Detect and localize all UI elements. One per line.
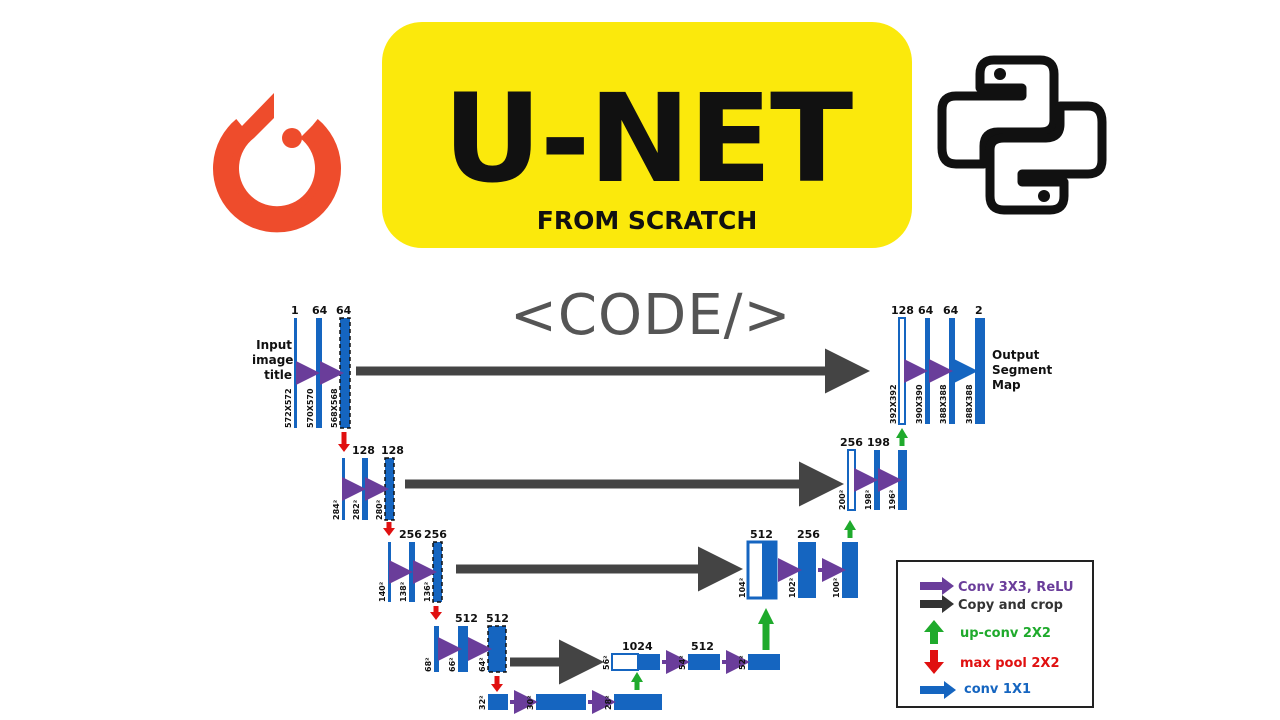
size-label: 32² [478,695,487,710]
size-label: 568X568 [330,388,339,428]
channel-label: 128 [381,444,404,457]
block-dec4b [748,654,780,670]
python-eye-bottom-icon [1038,190,1050,202]
channel-label: 2 [975,304,983,317]
channel-label: 1024 [622,640,653,653]
legend-upconv-arrow-icon [924,620,944,644]
size-label: 54² [678,655,687,670]
channel-label: 256 [399,528,422,541]
size-label: 56² [602,655,611,670]
channel-label: 512 [750,528,773,541]
block-input [294,318,297,428]
block-bottom-in [488,694,508,710]
size-label: 282² [352,499,361,520]
channel-label: 512 [455,612,478,625]
pytorch-logo [213,53,341,233]
channel-label: 512 [691,640,714,653]
size-label: 136² [423,581,432,602]
output-label: Output Segment Map [992,348,1053,392]
block-dec2b [898,450,907,510]
legend-copy-arrow-icon [920,595,954,613]
size-label: 280² [375,499,384,520]
size-label: 28² [604,695,613,710]
block-dec3b [842,542,858,598]
size-label: 388X388 [939,384,948,424]
channel-label: 128 [352,444,375,457]
legend-upconv: up-conv 2X2 [960,626,1051,641]
channel-label: 64 [336,304,352,317]
size-label: 104² [738,577,747,598]
legend-maxpool: max pool 2X2 [960,656,1060,671]
python-logo [937,55,1107,215]
python-bottom-snake-icon [985,101,1107,215]
size-label: 66² [448,657,457,672]
channel-label: 128 [891,304,914,317]
channel-label: 512 [486,612,509,625]
block-bottom-a [536,694,586,710]
python-eye-top-icon [994,68,1006,80]
channel-label: 256 [424,528,447,541]
block-dec4a [688,654,720,670]
channel-label: 198 [867,436,890,449]
title-subtitle: FROM SCRATCH [536,206,758,235]
title-banner: U-NET FROM SCRATCH [382,22,912,248]
channel-label: 1 [291,304,299,317]
block-bottom-b [614,694,662,710]
pytorch-flame-icon [222,53,332,224]
channel-label: 256 [840,436,863,449]
size-label: 284² [332,499,341,520]
legend: Conv 3X3, ReLU Copy and crop up-conv 2X2… [896,560,1094,708]
size-label: 196² [888,489,897,510]
size-label: 64² [478,657,487,672]
size-label: 68² [424,657,433,672]
size-label: 390X390 [915,384,924,424]
size-label: 198² [864,489,873,510]
channel-label: 64 [918,304,934,317]
size-label: 30² [526,695,535,710]
legend-conv1x1-arrow-icon [920,681,956,699]
channel-label: 64 [312,304,328,317]
size-label: 392X392 [889,384,898,424]
size-label: 138² [399,581,408,602]
block-enc4a [458,626,468,672]
size-label: 140² [378,581,387,602]
block-dec3a [798,542,816,598]
block-dec4-up [638,654,660,670]
legend-conv: Conv 3X3, ReLU [958,580,1074,595]
python-top-snake-icon [937,55,1059,169]
size-label: 200² [838,489,847,510]
legend-maxpool-arrow-icon [924,650,944,674]
size-label: 100² [832,577,841,598]
legend-copy: Copy and crop [958,598,1063,613]
block-enc2b [384,457,395,521]
pytorch-dot-icon [282,128,302,148]
channel-label: 256 [797,528,820,541]
block-enc4-in [434,626,439,672]
input-label: Input image title [252,338,294,382]
size-label: 388X388 [965,384,974,424]
block-output [975,318,985,424]
legend-conv-arrow-icon [920,577,954,595]
size-label: 102² [788,577,797,598]
size-label: 572X572 [284,388,293,428]
legend-conv1x1: conv 1X1 [964,682,1032,697]
size-label: 570X570 [306,388,315,428]
size-label: 52² [738,655,747,670]
title-main: U-NET [442,68,853,210]
channel-label: 64 [943,304,959,317]
code-tag: <CODE/> [510,283,792,348]
